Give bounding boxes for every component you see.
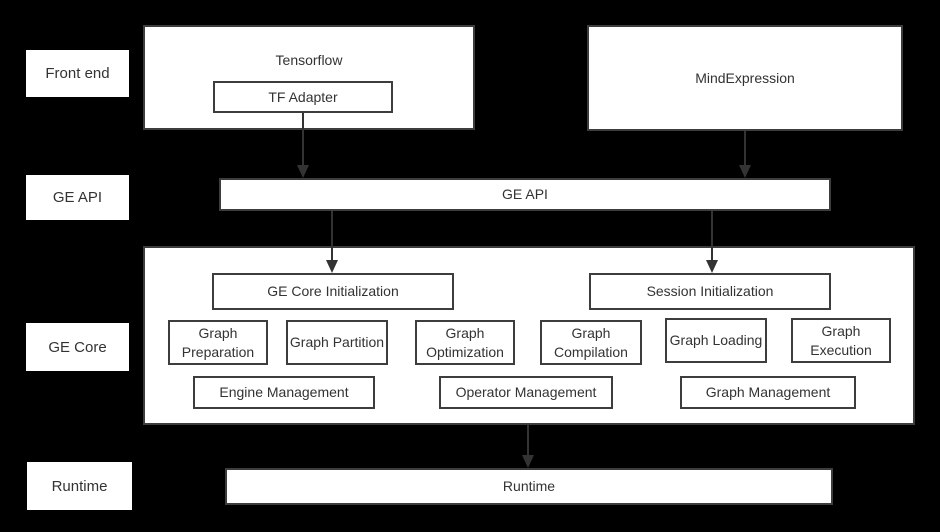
arrow-ge-api-to-session-initialization bbox=[711, 211, 713, 260]
module-box-graph-optimization: Graph Optimization bbox=[415, 320, 515, 365]
box-tf-adapter: TF Adapter bbox=[213, 81, 393, 113]
bar-ge-api: GE API bbox=[219, 178, 831, 211]
box-mindexpression: MindExpression bbox=[587, 25, 903, 131]
box-ge-core-initialization: GE Core Initialization bbox=[212, 273, 454, 310]
layer-label-runtime: Runtime bbox=[27, 462, 132, 510]
arrow-ge-core-to-runtime bbox=[527, 425, 529, 455]
arrow-ge-api-to-ge-core-initialization bbox=[331, 211, 333, 260]
layer-label-ge-core: GE Core bbox=[26, 323, 129, 371]
module-box-graph-loading: Graph Loading bbox=[665, 318, 767, 363]
module-box-graph-partition: Graph Partition bbox=[286, 320, 388, 365]
arrow-mindexpression-to-ge-api bbox=[744, 131, 746, 165]
arrow-tf-adapter-to-ge-api bbox=[302, 113, 304, 165]
module-box-graph-preparation: Graph Preparation bbox=[168, 320, 268, 365]
module-box-graph-execution: Graph Execution bbox=[791, 318, 891, 363]
management-box-operator: Operator Management bbox=[439, 376, 613, 409]
management-box-graph: Graph Management bbox=[680, 376, 856, 409]
management-box-engine: Engine Management bbox=[193, 376, 375, 409]
box-tensorflow: Tensorflow TF Adapter bbox=[143, 25, 475, 130]
module-box-graph-compilation: Graph Compilation bbox=[540, 320, 642, 365]
bar-runtime: Runtime bbox=[225, 468, 833, 505]
layer-label-front-end: Front end bbox=[26, 50, 129, 97]
box-session-initialization: Session Initialization bbox=[589, 273, 831, 310]
tensorflow-title: Tensorflow bbox=[275, 52, 343, 68]
layer-label-ge-api: GE API bbox=[26, 175, 129, 220]
